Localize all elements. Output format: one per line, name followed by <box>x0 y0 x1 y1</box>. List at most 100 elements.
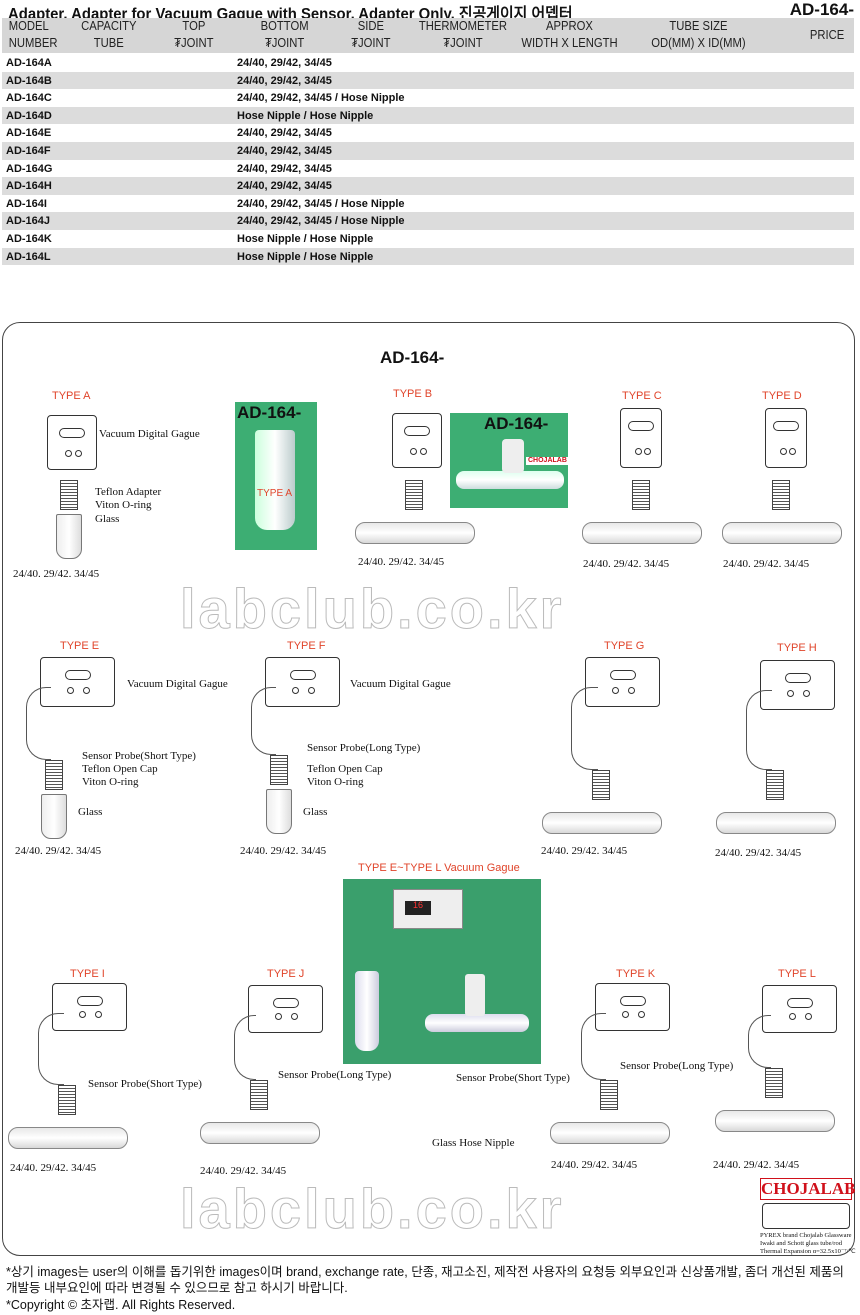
teflon-adapter-icon <box>250 1080 268 1110</box>
model-number: AD-164D <box>6 109 52 122</box>
gauge-button <box>643 448 651 455</box>
vacuum-gauge-icon <box>765 408 807 468</box>
table-row: AD-164L Hose Nipple / Hose Nipple <box>2 247 854 266</box>
joint-size: Hose Nipple / Hose Nipple <box>237 232 374 245</box>
gauge-button <box>802 690 810 697</box>
model-number: AD-164J <box>6 215 51 228</box>
callout-label: Glass <box>95 513 120 525</box>
callout-label: Teflon Open Cap <box>82 763 158 775</box>
gauge-button <box>94 1011 102 1018</box>
joint-size: 24/40, 29/42, 34/45 <box>237 162 332 175</box>
vacuum-gauge-icon <box>52 983 127 1031</box>
sensor-cable <box>571 687 598 770</box>
joint-size-label: 24/40. 29/42. 34/45 <box>358 556 445 568</box>
glass-tube-icon <box>722 522 842 544</box>
product-code: AD-164- <box>789 0 854 19</box>
type-i-label: TYPE I <box>70 968 105 980</box>
photo-gauge-title: TYPE E~TYPE L Vacuum Gague <box>358 862 520 874</box>
glass-tube-image <box>456 471 564 489</box>
gauge-window <box>64 670 91 680</box>
callout-label: Glass <box>303 806 328 818</box>
model-number: AD-164B <box>6 74 52 87</box>
joint-size: 24/40, 29/42, 34/45 <box>237 74 332 87</box>
gauge-window <box>76 996 103 1006</box>
model-number: AD-164L <box>6 250 51 263</box>
teflon-adapter-icon <box>766 770 784 800</box>
glass-adapter-image <box>255 430 295 530</box>
callout-label: Glass Hose Nipple <box>432 1137 515 1149</box>
model-number: AD-164I <box>6 197 47 210</box>
gauge-button <box>621 1011 629 1018</box>
watermark: labclub.co.kr <box>179 577 565 640</box>
gauge-window <box>404 426 430 436</box>
glass-tube-icon <box>550 1122 670 1144</box>
glass-tube-icon <box>542 812 662 834</box>
gauge-button <box>307 687 315 694</box>
type-a-label: TYPE A <box>52 390 91 402</box>
photo-b-code: AD-164- <box>484 414 549 433</box>
teflon-adapter-icon <box>772 480 790 510</box>
model-number: AD-164K <box>6 232 52 245</box>
joint-size: Hose Nipple / Hose Nipple <box>237 250 374 263</box>
sensor-cable <box>26 687 51 760</box>
joint-size: Hose Nipple / Hose Nipple <box>237 109 374 122</box>
glass-joint-icon <box>56 514 82 559</box>
gauge-window <box>628 421 654 431</box>
vacuum-gauge-icon <box>620 408 662 468</box>
logo-line: PYREX brand Chojalab Glassware <box>760 1232 852 1239</box>
teflon-adapter-icon <box>270 755 288 785</box>
joint-size-label: 24/40. 29/42. 34/45 <box>10 1162 97 1174</box>
type-d-label: TYPE D <box>762 390 802 402</box>
joint-size-label: 24/40. 29/42. 34/45 <box>723 558 810 570</box>
gauge-button <box>786 690 794 697</box>
logo-line: Iwaki and Schott glass tube/rod <box>760 1240 842 1247</box>
header-price: PRICE <box>809 28 845 42</box>
photo-a-code: AD-164- <box>237 403 302 422</box>
teflon-adapter-icon <box>45 760 63 790</box>
callout-label: Sensor Probe(Long Type) <box>620 1060 734 1072</box>
sensor-cable <box>748 1015 771 1068</box>
callout-label: Viton O-ring <box>307 776 364 788</box>
joint-size-label: 24/40. 29/42. 34/45 <box>583 558 670 570</box>
gauge-button <box>290 1013 298 1020</box>
glass-joint-icon <box>41 794 67 839</box>
joint-size-label: 24/40. 29/42. 34/45 <box>200 1165 287 1177</box>
vacuum-gauge-icon <box>265 657 340 707</box>
vacuum-gauge-icon <box>760 660 835 710</box>
joint-size-label: 24/40. 29/42. 34/45 <box>551 1159 638 1171</box>
type-c-label: TYPE C <box>622 390 662 402</box>
callout-label: Sensor Probe(Short Type) <box>88 1078 202 1090</box>
callout-label: Vacuum Digital Gague <box>127 678 228 690</box>
joint-size-label: 24/40. 29/42. 34/45 <box>541 845 628 857</box>
header-side-joint: SIDE₮JOINT <box>351 19 391 50</box>
table-row: AD-164K Hose Nipple / Hose Nipple <box>2 230 854 248</box>
gauge-button <box>64 450 72 457</box>
gauge-button <box>804 1013 812 1020</box>
disclaimer-note: *상기 images는 user의 이해를 돕기위한 images이며 bran… <box>6 1265 844 1295</box>
callout-label: Vacuum Digital Gague <box>350 678 451 690</box>
glass-tube-icon <box>582 522 702 544</box>
type-g-label: TYPE G <box>604 640 645 652</box>
model-number: AD-164C <box>6 92 52 105</box>
glass-tube-icon <box>716 812 836 834</box>
vacuum-gauge-icon <box>762 985 837 1033</box>
vacuum-gauge-icon <box>248 985 323 1033</box>
logo-line: Thermal Expansion α=32.5x10⁻⁷/℃ <box>760 1248 856 1255</box>
gauge-window <box>59 428 85 438</box>
model-number: AD-164A <box>6 57 52 69</box>
vacuum-gauge-icon <box>392 413 442 468</box>
gauge-window <box>272 998 299 1008</box>
sensor-cable <box>251 687 276 755</box>
type-k-label: TYPE K <box>616 968 656 980</box>
callout-label: Sensor Probe(Short Type) <box>456 1072 570 1084</box>
logo-name: CHOJALAB <box>760 1178 856 1200</box>
teflon-adapter-icon <box>58 1085 76 1115</box>
teflon-adapter-icon <box>600 1080 618 1110</box>
callout-label: Vacuum Digital Gague <box>99 428 200 440</box>
